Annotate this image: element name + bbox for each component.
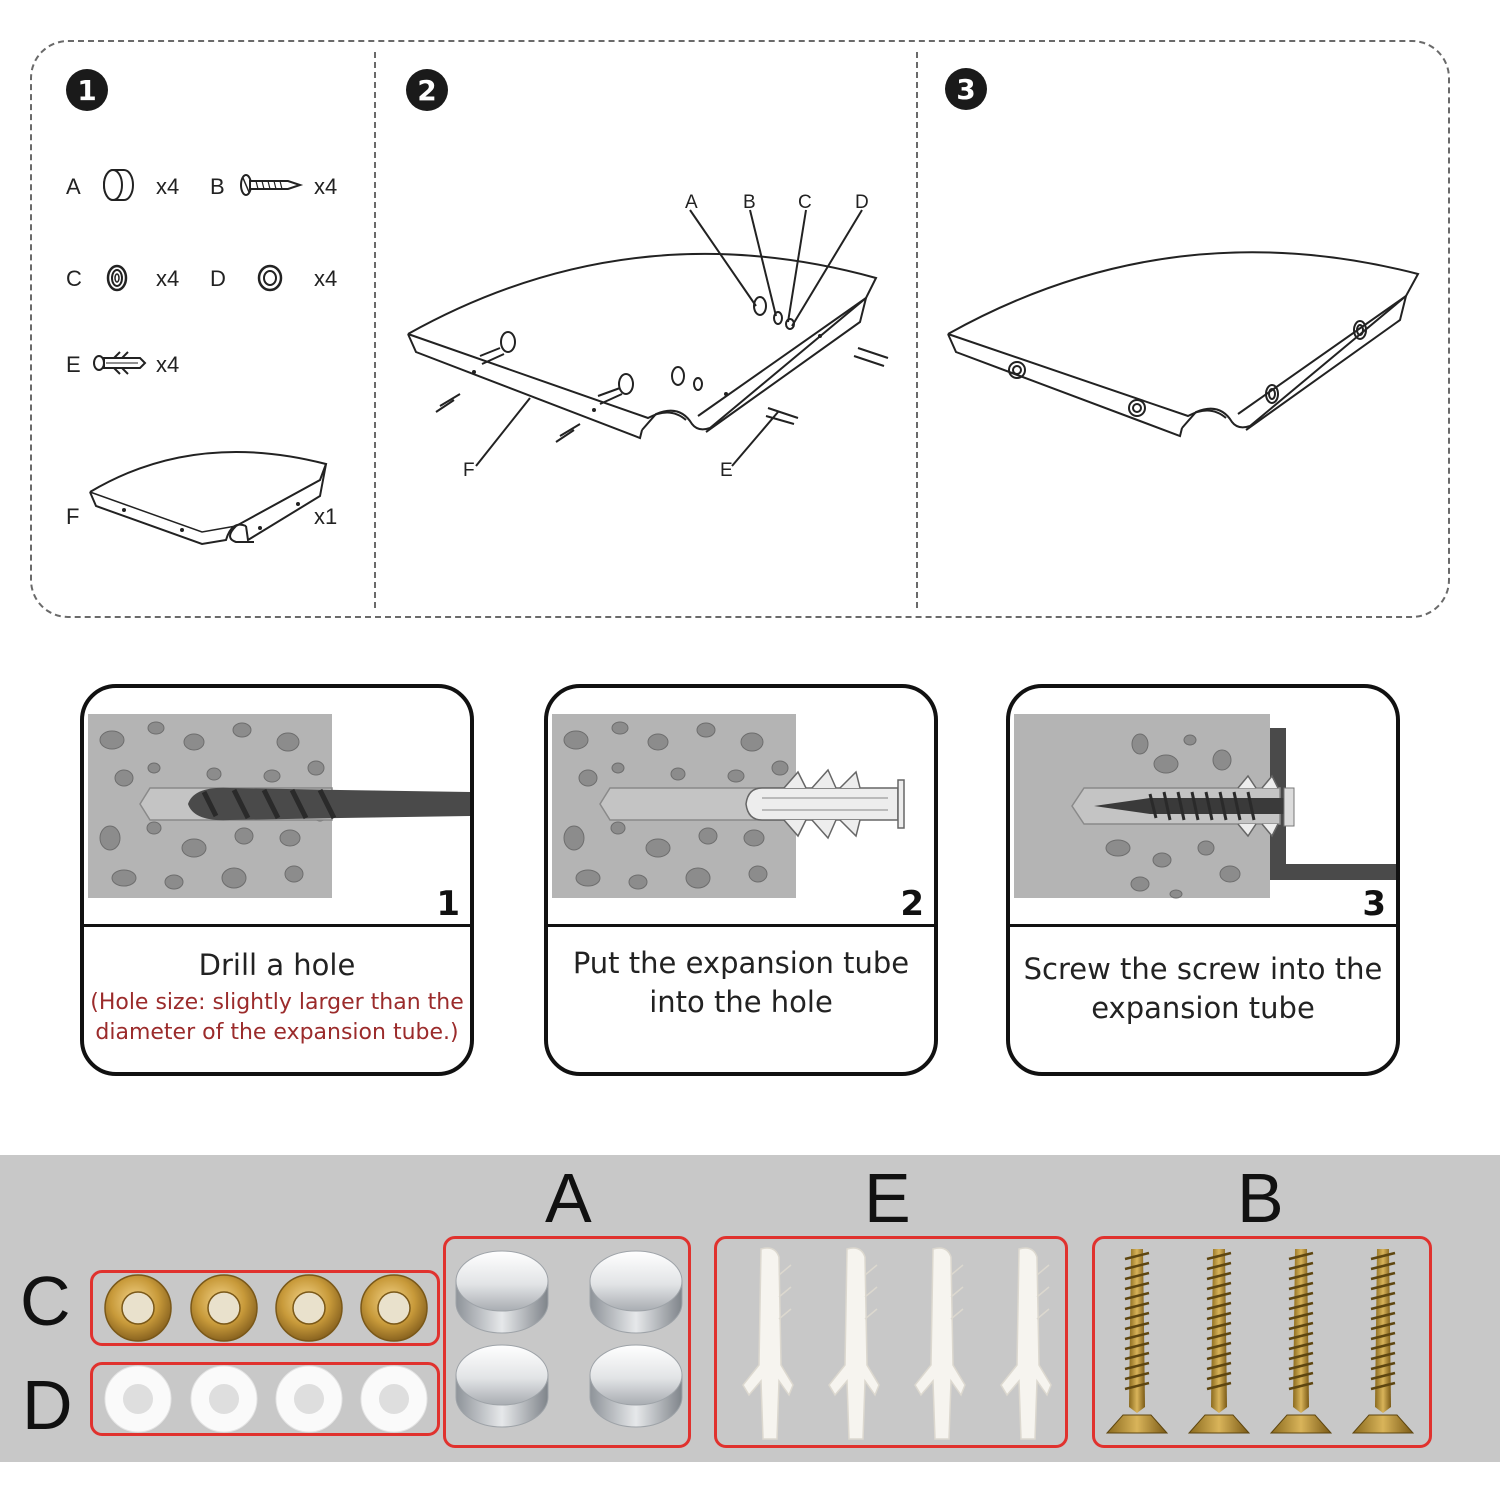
panel-divider — [916, 52, 918, 608]
photo-label-b: B — [1237, 1159, 1284, 1237]
card-caption-line-2: into the hole — [649, 985, 833, 1019]
card-caption-line-1: Put the expansion tube — [572, 946, 910, 980]
card-divider — [548, 924, 934, 927]
part-f-label: F — [66, 504, 80, 529]
part-b-qty: x4 — [314, 174, 338, 199]
instruction-frame — [30, 40, 1450, 618]
part-a-qty: x4 — [156, 174, 180, 199]
part-a-label: A — [66, 174, 81, 199]
photo-label-d: D — [22, 1366, 73, 1444]
card-caption-line-2: expansion tube — [1091, 991, 1315, 1025]
panel-divider — [374, 52, 376, 608]
card-caption: Drill a hole — [198, 948, 356, 982]
cap-icon — [103, 169, 134, 201]
part-d-qty: x4 — [314, 266, 338, 291]
part-c-label: C — [66, 266, 82, 291]
screw-in-illustration — [1014, 714, 1396, 899]
callout-a: A — [685, 192, 698, 213]
part-e-qty: x4 — [156, 352, 180, 377]
drill-illustration — [88, 714, 470, 898]
step-card-insert-tube: 2 Put the expansion tube into the hole — [544, 684, 938, 1076]
screw-icon — [240, 174, 304, 196]
insert-tube-illustration — [552, 714, 905, 898]
washers-c-box — [90, 1270, 440, 1346]
card-divider — [84, 924, 470, 927]
washer-icon — [106, 264, 128, 292]
card-number: 1 — [436, 884, 460, 924]
step-1-badge: 1 — [66, 69, 108, 111]
card-note-line-1: (Hole size: slightly larger than the — [90, 990, 464, 1015]
anchors-e-box — [714, 1236, 1068, 1448]
photo-label-e: E — [864, 1159, 911, 1237]
part-b-label: B — [210, 174, 225, 199]
step-card-drill: 1 Drill a hole (Hole size: slightly larg… — [80, 684, 474, 1076]
installed-shelf-drawing — [947, 251, 1420, 438]
plastic-anchors-photo — [742, 1247, 1052, 1440]
part-e-label: E — [66, 352, 81, 377]
step-3-badge: 3 — [945, 68, 987, 110]
step-card-screw: 3 Screw the screw into the expansion tub… — [1006, 684, 1400, 1076]
photo-label-c: C — [20, 1262, 71, 1340]
step-2-badge: 2 — [406, 69, 448, 111]
card-number: 2 — [900, 884, 924, 924]
ring-icon — [257, 264, 283, 292]
exploded-assembly-drawing — [407, 209, 889, 467]
callout-e: E — [720, 460, 733, 481]
anchor-icon — [93, 351, 147, 375]
part-c-qty: x4 — [156, 266, 180, 291]
callout-d: D — [855, 192, 869, 213]
card-divider — [1010, 924, 1396, 927]
brass-washers-photo — [104, 1274, 428, 1342]
card-note-line-2: diameter of the expansion tube.) — [95, 1020, 459, 1045]
part-f-qty: x1 — [314, 504, 338, 529]
screws-photo — [1105, 1247, 1415, 1435]
white-rings-photo — [104, 1365, 428, 1433]
callout-b: B — [743, 192, 756, 213]
card-number: 3 — [1362, 884, 1386, 924]
part-d-label: D — [210, 266, 226, 291]
photo-label-a: A — [545, 1159, 592, 1237]
chrome-caps-photo — [455, 1250, 683, 1428]
card-caption-line-1: Screw the screw into the — [1023, 952, 1383, 986]
shelf-icon — [89, 451, 328, 546]
screws-b-box — [1092, 1236, 1432, 1448]
rings-d-box — [90, 1362, 440, 1436]
caps-a-box — [443, 1236, 691, 1448]
callout-f: F — [463, 460, 475, 481]
callout-c: C — [798, 192, 812, 213]
